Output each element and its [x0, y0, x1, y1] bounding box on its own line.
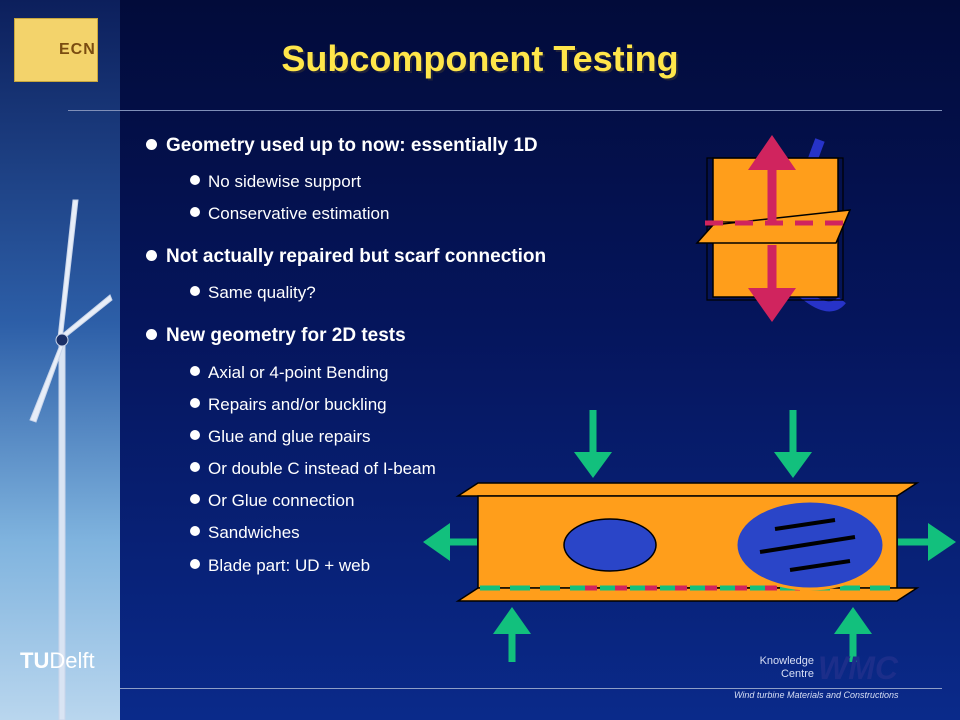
bullet-level2: Glue and glue repairs	[208, 427, 371, 446]
ecn-logo: ECN	[14, 18, 98, 82]
bullet-level1: Not actually repaired but scarf connecti…	[166, 246, 547, 267]
bullet-dot	[190, 526, 200, 536]
bullet-level2: Same quality?	[208, 283, 316, 302]
bullet-dot	[190, 462, 200, 472]
bullet-level2: Axial or 4-point Bending	[208, 363, 389, 382]
bullet-level2: Or Glue connection	[208, 491, 355, 510]
wind-turbine-icon	[29, 199, 113, 720]
tudelft-u: U	[33, 648, 50, 673]
knowledge-centre-label: Knowledge Centre	[759, 655, 814, 680]
bullet-dot	[190, 286, 200, 296]
bullet-dot	[190, 175, 200, 185]
wmc-tagline: Wind turbine Materials and Constructions	[734, 690, 899, 700]
bullet-dot	[190, 398, 200, 408]
bullet-level2: Or double C instead of I-beam	[208, 459, 436, 478]
bullet-dot	[190, 430, 200, 440]
bullet-dot	[190, 207, 200, 217]
bullet-level2: Repairs and/or buckling	[208, 395, 387, 414]
bullet-dot	[190, 494, 200, 504]
bullet-level2: No sidewise support	[208, 172, 362, 191]
title-divider	[68, 110, 942, 111]
bullet-level2: Blade part: UD + web	[208, 556, 371, 575]
bullet-level2: Sandwiches	[208, 523, 300, 542]
scarf-joint-diagram	[695, 135, 852, 322]
bullet-dot	[190, 366, 200, 376]
bullet-level1: New geometry for 2D tests	[166, 325, 406, 346]
footer-divider	[120, 688, 942, 689]
bullet-dot	[146, 139, 157, 150]
bullet-level1: Geometry used up to now: essentially 1D	[166, 135, 538, 156]
bullet-dot	[146, 250, 157, 261]
bullet-dot	[146, 329, 157, 340]
tudelft-t: T	[20, 648, 34, 673]
slide-title: Subcomponent Testing	[281, 38, 679, 79]
bullet-level2: Conservative estimation	[208, 204, 390, 223]
tudelft-rest: Delft	[49, 648, 95, 673]
wmc-logo-text: WMC	[818, 650, 898, 686]
i-beam-test-diagram	[423, 410, 956, 662]
ecn-logo-text: ECN	[59, 41, 96, 58]
tudelft-logo: TUDelft	[20, 648, 95, 674]
bullet-dot	[190, 559, 200, 569]
